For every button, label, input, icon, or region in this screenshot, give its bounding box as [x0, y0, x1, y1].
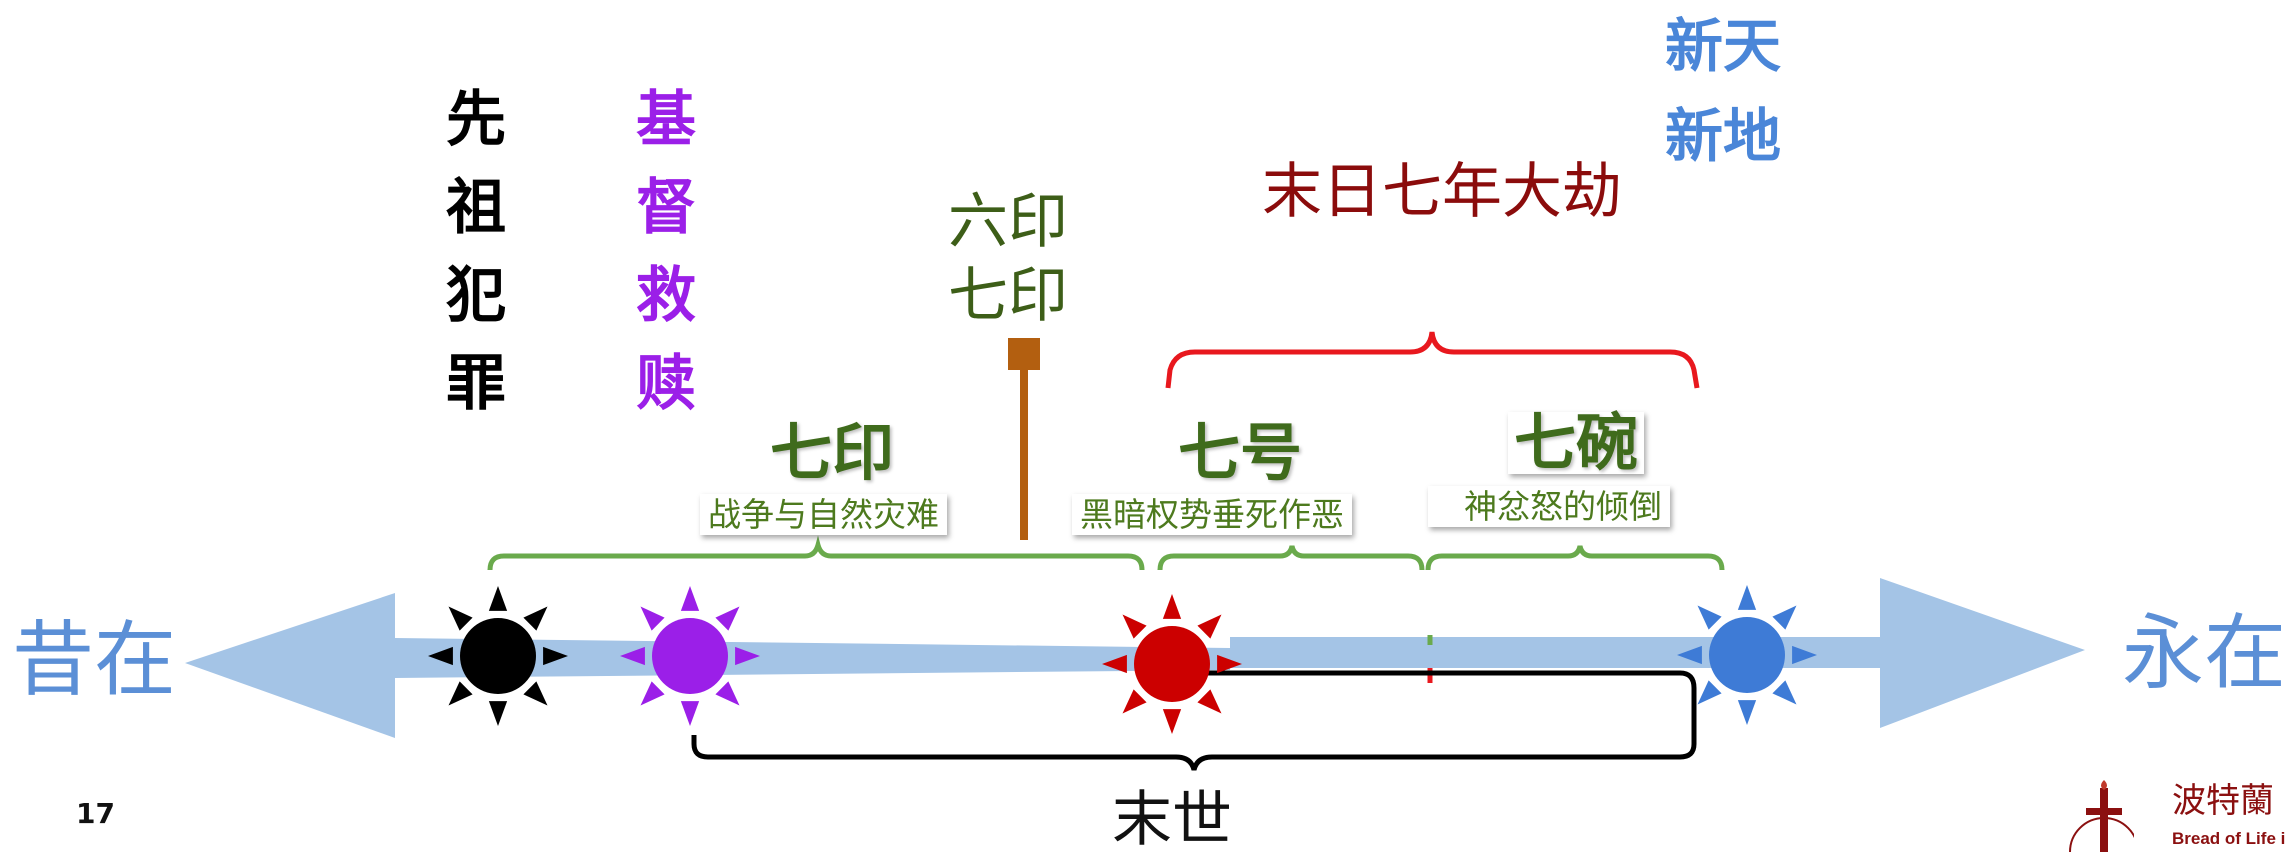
- sun-ray: [1122, 614, 1147, 639]
- sun-core: [1709, 617, 1785, 693]
- sun-ray: [1122, 689, 1147, 714]
- eternal-label: 永在: [2122, 606, 2287, 701]
- sun-ray: [448, 606, 473, 631]
- sun-ray: [715, 606, 740, 631]
- sun-ray: [1197, 689, 1222, 714]
- logo-subtitle: Bread of Life i: [2172, 829, 2286, 848]
- sun-icon-red: [1102, 594, 1242, 734]
- tribulation-title: 末日七年大劫: [1262, 157, 1622, 227]
- sun-ray: [1772, 605, 1797, 630]
- bowls-subtitle: 神忿怒的倾倒: [1428, 486, 1670, 527]
- sun-ray: [640, 606, 665, 631]
- past-label: 昔在: [12, 613, 177, 708]
- logo-name: 波特蘭: [2172, 781, 2274, 821]
- sun-ray: [523, 681, 548, 706]
- sixth-seal-label: 六印: [948, 187, 1068, 257]
- sun-ray: [1697, 605, 1722, 630]
- trumpets-subtitle: 黑暗权势垂死作恶: [1072, 494, 1352, 535]
- timeline-arrow: [185, 578, 2085, 738]
- church-logo: 波特蘭 Bread of Life i: [2064, 778, 2296, 852]
- sun-ray: [1217, 654, 1242, 674]
- end-times-label: 末世: [1112, 785, 1232, 855]
- sun-ray: [1737, 700, 1757, 725]
- sun-ray: [640, 681, 665, 706]
- sun-ray: [735, 646, 760, 666]
- sun-ray: [1737, 585, 1757, 610]
- sun-ray: [488, 701, 508, 726]
- sun-ray: [715, 681, 740, 706]
- sun-ray: [620, 646, 645, 666]
- sun-icon-purple: [620, 586, 760, 726]
- sun-ray: [1197, 614, 1222, 639]
- seventh-seal-label: 七印: [948, 261, 1068, 331]
- sun-ray: [428, 646, 453, 666]
- new-earth-label: 新地: [1665, 102, 1782, 170]
- sun-ray: [1102, 654, 1127, 674]
- sun-ray: [488, 586, 508, 611]
- green-bracket: [487, 535, 1725, 571]
- sun-ray: [1162, 709, 1182, 734]
- sun-icon-blue: [1677, 585, 1817, 725]
- seals-subtitle: 战争与自然灾难: [700, 494, 947, 535]
- bowls-title: 七碗: [1508, 412, 1645, 474]
- sun-core: [1134, 626, 1210, 702]
- sun-ray: [1697, 680, 1722, 705]
- sun-icon-black: [428, 586, 568, 726]
- new-heaven-label: 新天: [1665, 12, 1782, 80]
- sun-ray: [1772, 680, 1797, 705]
- sun-ray: [1162, 594, 1182, 619]
- red-bracket: [1165, 331, 1700, 389]
- sun-core: [460, 618, 536, 694]
- black-bracket: [691, 670, 1697, 771]
- sun-ray: [543, 646, 568, 666]
- ancestors-sin-label: 先 祖 犯 罪: [446, 85, 506, 419]
- sun-ray: [448, 681, 473, 706]
- cross-icon: [2069, 780, 2134, 852]
- sun-ray: [680, 586, 700, 611]
- sun-ray: [680, 701, 700, 726]
- page-number: 17: [76, 797, 115, 830]
- seal-pole: [1008, 338, 1040, 540]
- trumpets-title: 七号: [1178, 416, 1303, 489]
- sun-ray: [523, 606, 548, 631]
- christ-redeem-label: 基 督 救 赎: [636, 85, 696, 419]
- seals-title: 七印: [770, 416, 895, 489]
- sun-core: [652, 618, 728, 694]
- sun-ray: [1677, 645, 1702, 665]
- sun-ray: [1792, 645, 1817, 665]
